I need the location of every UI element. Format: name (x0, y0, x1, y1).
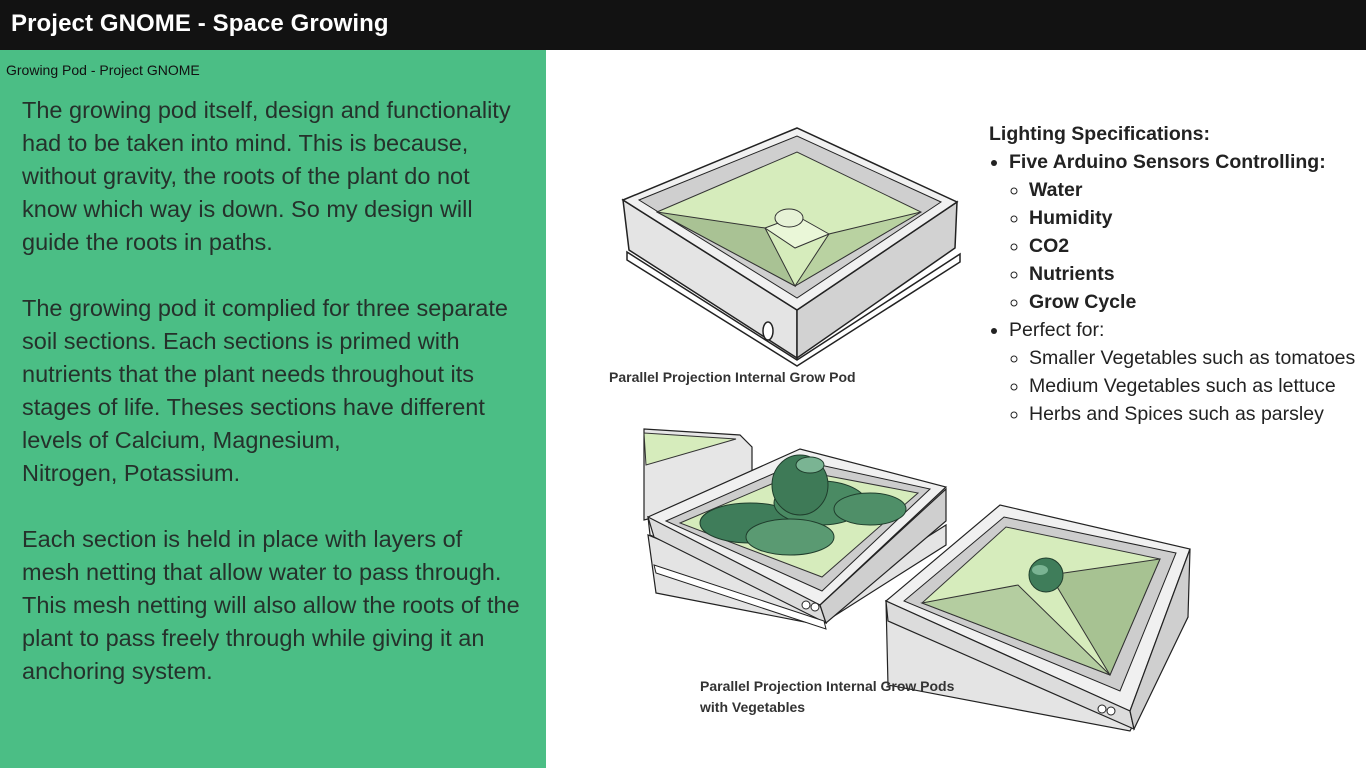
paragraph-2: The growing pod it complied for three se… (22, 295, 508, 486)
top-bar: Project GNOME - Space Growing (0, 0, 1366, 50)
pods-caption: Parallel Projection Internal Grow Pods w… (700, 676, 954, 718)
sensor-humidity: Humidity (1029, 204, 1359, 232)
perfect-for-item: Perfect for: Smaller Vegetables such as … (1009, 316, 1359, 428)
pods-caption-line-2: with Vegetables (700, 699, 806, 715)
perfect-smaller: Smaller Vegetables such as tomatoes (1029, 344, 1359, 372)
paragraph-3: Each section is held in place with layer… (22, 526, 520, 684)
pods-caption-line-1: Parallel Projection Internal Grow Pods (700, 678, 955, 694)
perfect-label: Perfect for: (1009, 319, 1105, 341)
paragraph-1: The growing pod itself, design and funct… (22, 97, 511, 255)
left-text-panel: Growing Pod - Project GNOME The growing … (0, 50, 546, 768)
sensors-item: Five Arduino Sensors Controlling: Water … (1009, 148, 1359, 316)
grow-pod-illustration (621, 127, 961, 367)
grow-pods-with-vegetables-illustration (643, 428, 1191, 732)
pod-caption: Parallel Projection Internal Grow Pod (609, 369, 856, 385)
specs-heading: Lighting Specifications: (989, 123, 1211, 145)
perfect-medium: Medium Vegetables such as lettuce (1029, 372, 1359, 400)
window-title: Project GNOME - Space Growing (11, 10, 389, 37)
sensor-nutrients: Nutrients (1029, 260, 1359, 288)
sensors-label: Five Arduino Sensors Controlling: (1009, 151, 1326, 173)
lighting-specifications: Lighting Specifications: Five Arduino Se… (989, 120, 1359, 428)
sensor-grow-cycle: Grow Cycle (1029, 288, 1359, 316)
sensor-water: Water (1029, 176, 1359, 204)
perfect-herbs: Herbs and Spices such as parsley (1029, 400, 1359, 428)
sensor-co2: CO2 (1029, 232, 1359, 260)
body-text: The growing pod itself, design and funct… (22, 94, 522, 721)
slide-label: Growing Pod - Project GNOME (6, 62, 200, 78)
